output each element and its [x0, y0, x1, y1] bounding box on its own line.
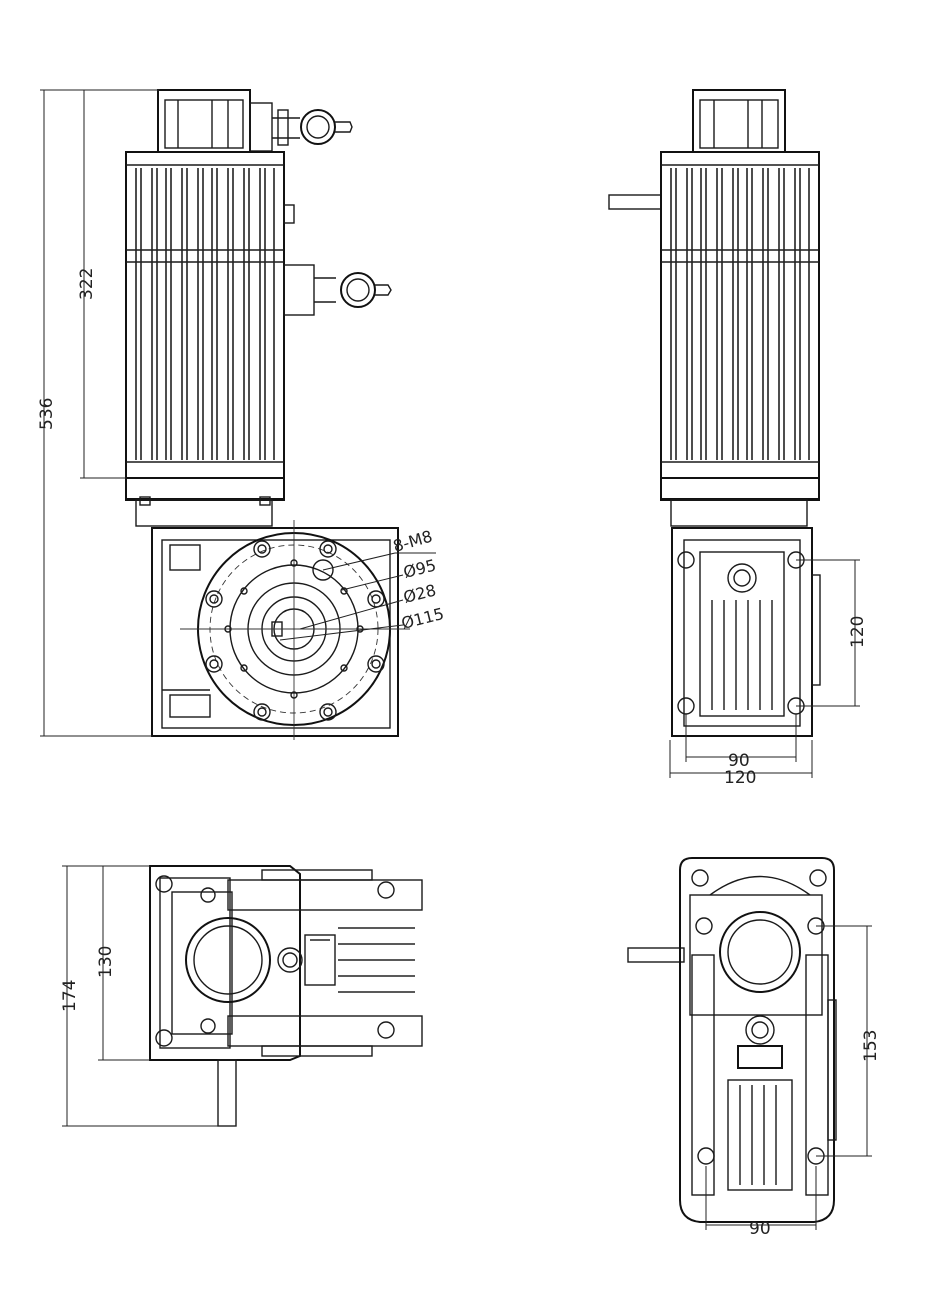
- callout-leaders: [279, 552, 436, 641]
- side-motor-body: [660, 151, 820, 527]
- side-view: 120 90 120: [608, 89, 868, 788]
- side-dimension-lines: [669, 559, 860, 778]
- bottom-left-view: 174 130: [60, 865, 423, 1127]
- upper-cable-gland-icon: [300, 109, 353, 145]
- front-view: 8-M8 Ø95 Ø28 Ø115 536 322: [37, 89, 446, 740]
- dim-side-outer-width: 120: [724, 768, 756, 788]
- lower-cable-gland-icon: [340, 272, 392, 308]
- motor-flange: [125, 477, 285, 527]
- dim-side-height: 120: [848, 616, 868, 648]
- dim-motor-length: 322: [77, 268, 97, 300]
- bl-gearbox-housing: [149, 865, 423, 1127]
- br-gearbox-housing: [679, 857, 837, 1223]
- side-gearbox: [671, 527, 821, 737]
- bottom-right-view: 153 90: [627, 857, 881, 1239]
- br-output-shaft: [627, 947, 685, 963]
- dim-side-inner-width: 90: [728, 751, 750, 771]
- dim-overall-length: 536: [37, 398, 57, 430]
- side-output-shaft: [608, 194, 662, 210]
- bl-cooling-ribs: [338, 927, 415, 993]
- flange-bolt-holes: [205, 540, 385, 721]
- dim-bl-inner: 130: [96, 946, 116, 978]
- gearbox-front: [151, 520, 410, 740]
- side-cooling-fins: [670, 168, 810, 460]
- cooling-fins: [135, 168, 275, 460]
- dim-bl-outer: 174: [60, 980, 80, 1012]
- dim-br-horizontal: 90: [749, 1219, 771, 1239]
- dim-br-vertical: 153: [861, 1030, 881, 1062]
- callout-diameter-115: Ø115: [399, 604, 445, 633]
- bl-dimension-lines: [62, 865, 236, 1127]
- callout-diameter-28: Ø28: [401, 580, 438, 606]
- side-top-connector: [692, 89, 786, 153]
- front-dimension-lines: [40, 89, 160, 737]
- motor-top-connector: [157, 89, 300, 153]
- motor-body: [125, 151, 336, 500]
- callout-diameter-95: Ø95: [401, 555, 438, 581]
- br-dimension-lines: [705, 925, 872, 1230]
